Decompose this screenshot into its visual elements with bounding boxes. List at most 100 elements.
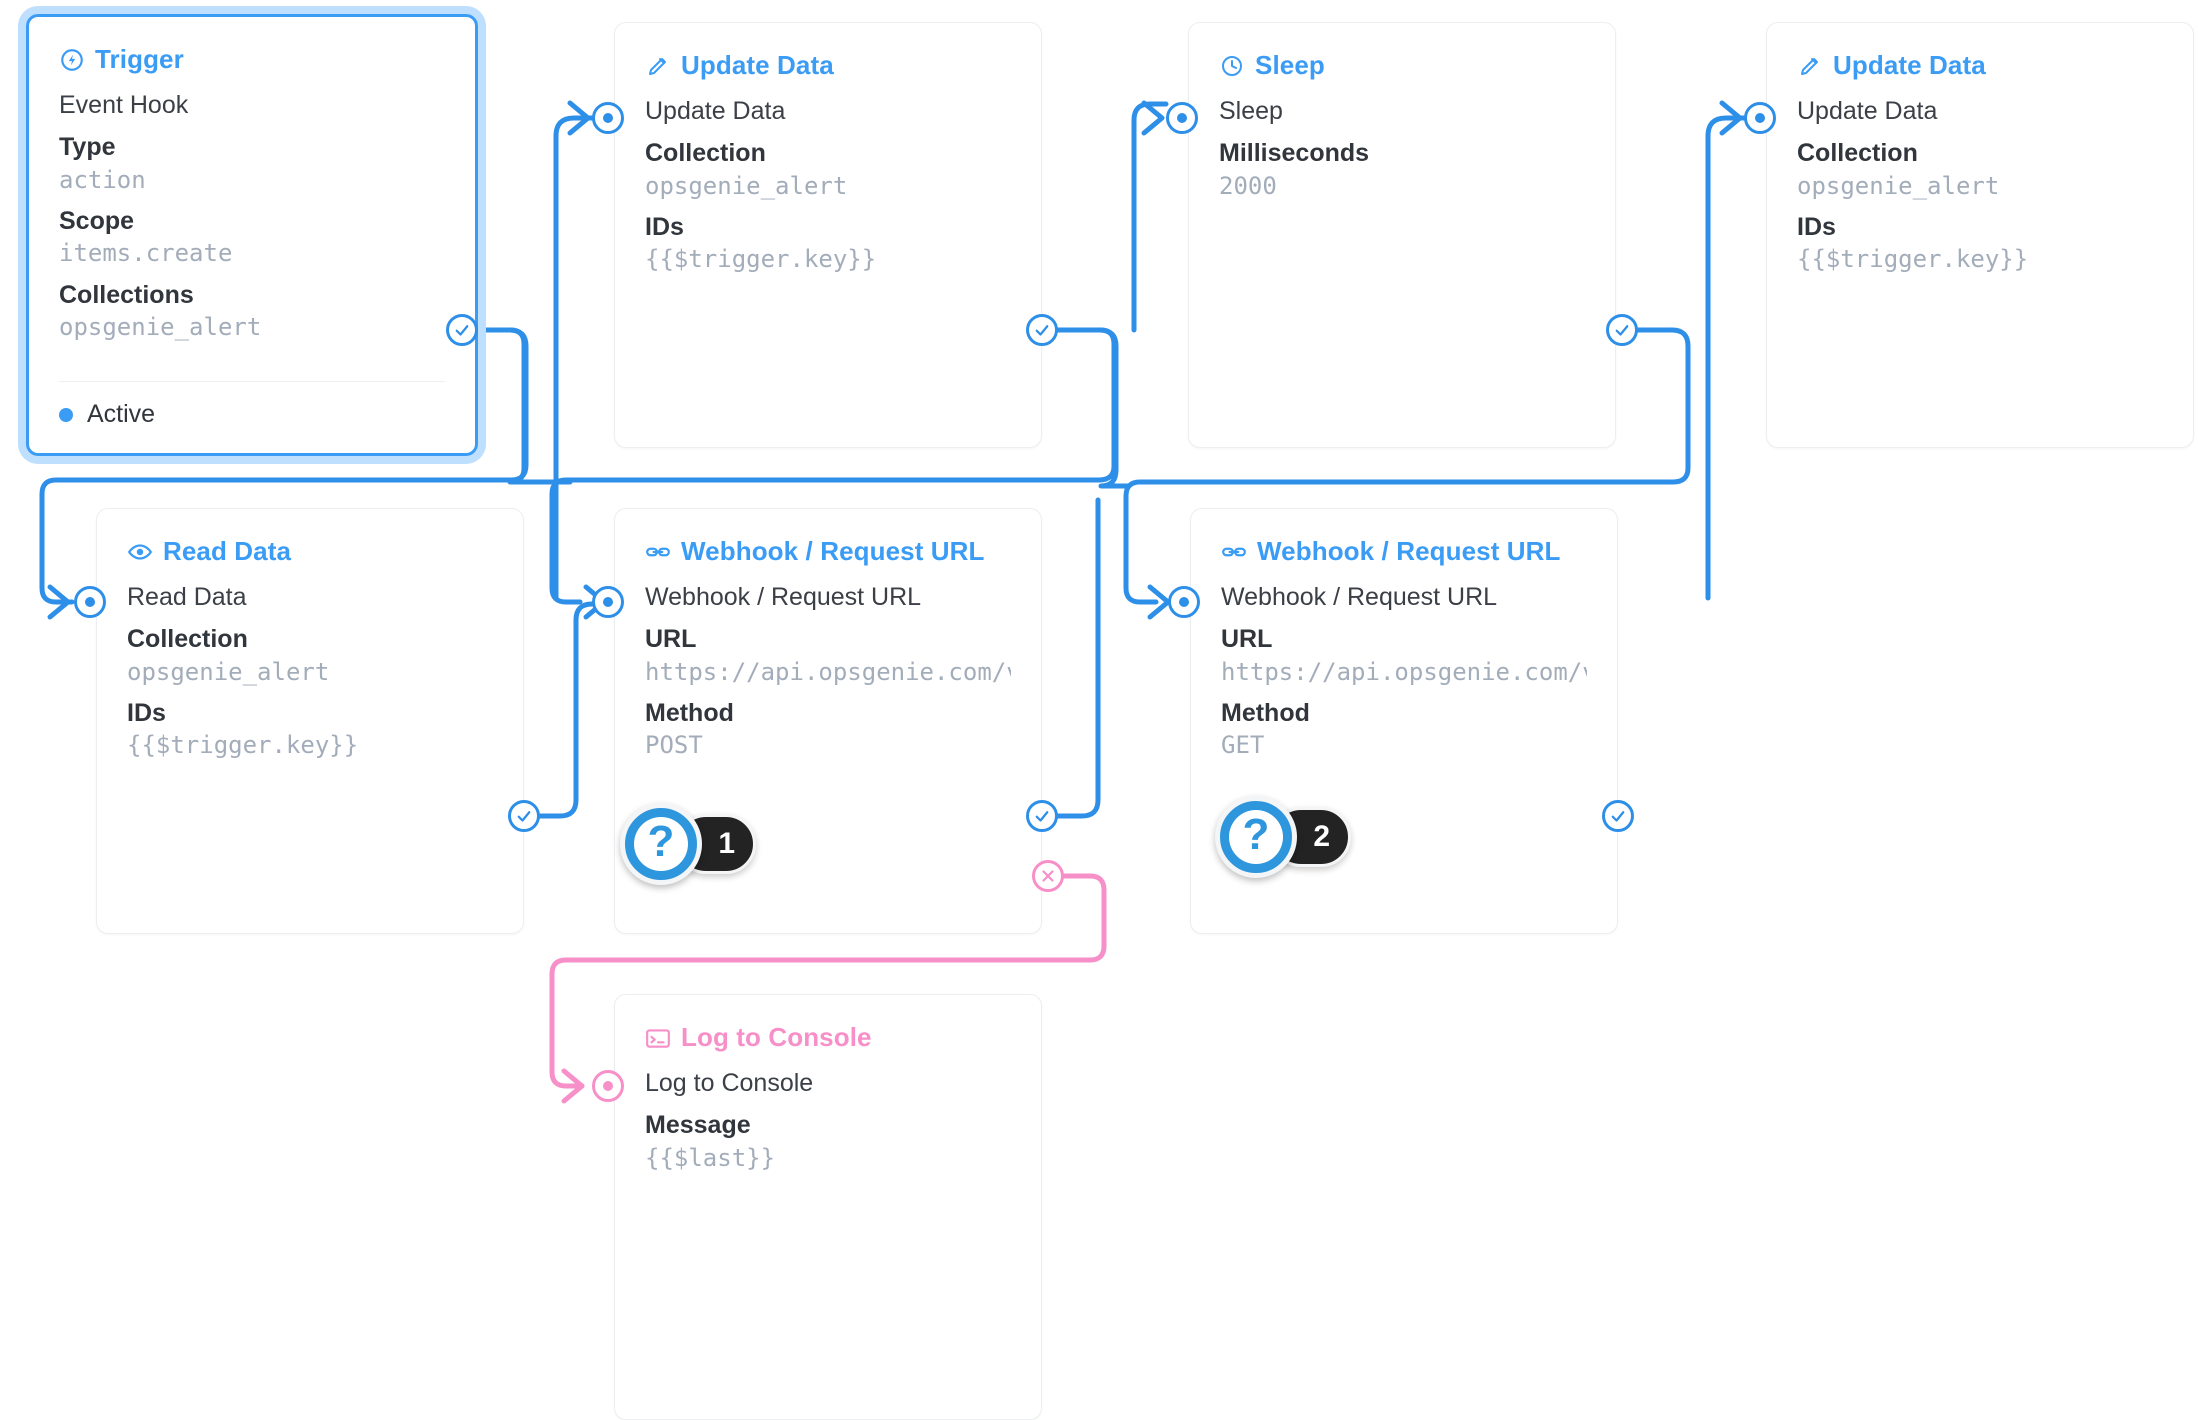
port-success-update-data-1[interactable] — [1026, 314, 1058, 346]
node-card-read-data[interactable]: Read Data Read Data Collection opsgenie_… — [96, 508, 524, 934]
node-header-webhook-get: Webhook / Request URL — [1191, 509, 1617, 567]
node-header-sleep: Sleep — [1189, 23, 1615, 81]
port-input-update-data-1[interactable] — [592, 102, 624, 134]
port-input-webhook-post[interactable] — [592, 586, 624, 618]
port-input-webhook-get[interactable] — [1168, 586, 1200, 618]
field-collections: Collections opsgenie_alert — [59, 279, 445, 344]
terminal-icon — [645, 1025, 671, 1051]
node-header-update-data-2: Update Data — [1767, 23, 2193, 81]
node-body-trigger: Event Hook Type action Scope items.creat… — [29, 75, 475, 344]
field-value: opsgenie_alert — [645, 171, 848, 200]
node-row-title: Webhook / Request URL — [1221, 583, 1498, 611]
field-ids: IDs {{$trigger.key}} — [645, 211, 1011, 276]
port-input-update-data-2[interactable] — [1744, 102, 1776, 134]
status-badge: Active — [87, 400, 156, 428]
field-value: {{$last}} — [645, 1143, 776, 1172]
node-body-update-data-2: Update Data Collection opsgenie_alert ID… — [1767, 81, 2193, 276]
field-milliseconds: Milliseconds 2000 — [1219, 137, 1585, 202]
status-row: Active — [59, 381, 445, 429]
field-value: opsgenie_alert — [127, 657, 330, 686]
port-input-log-to-console[interactable] — [592, 1070, 624, 1102]
node-header-label: Trigger — [95, 44, 184, 74]
node-row-title: Log to Console — [645, 1069, 814, 1097]
question-mark-icon[interactable]: ? — [1215, 796, 1297, 878]
field-label: URL — [645, 625, 697, 653]
node-header-log-to-console: Log to Console — [615, 995, 1041, 1053]
field-collection: Collection opsgenie_alert — [127, 623, 493, 688]
node-header-update-data-1: Update Data — [615, 23, 1041, 81]
node-body-webhook-post: Webhook / Request URL URL https://api.op… — [615, 567, 1041, 762]
port-success-trigger[interactable] — [446, 314, 478, 346]
node-body-read-data: Read Data Collection opsgenie_alert IDs … — [97, 567, 523, 762]
field-label: Message — [645, 1111, 751, 1139]
node-body-webhook-get: Webhook / Request URL URL https://api.op… — [1191, 567, 1617, 762]
port-error-webhook-post[interactable] — [1032, 860, 1064, 892]
help-badge-symbol: ? — [1229, 810, 1283, 864]
node-body-log-to-console: Log to Console Message {{$last}} — [615, 1053, 1041, 1174]
field-value: opsgenie_alert — [1797, 171, 2000, 200]
field-value: {{$trigger.key}} — [645, 245, 877, 274]
node-row-title: Event Hook — [59, 91, 189, 119]
port-success-webhook-post[interactable] — [1026, 800, 1058, 832]
field-value: opsgenie_alert — [59, 313, 262, 342]
node-header-trigger: Trigger — [29, 17, 475, 75]
port-input-read-data[interactable] — [74, 586, 106, 618]
field-label: Collection — [645, 139, 766, 167]
field-value: {{$trigger.key}} — [1797, 245, 2029, 274]
field-label: Type — [59, 133, 116, 161]
port-input-sleep[interactable] — [1166, 102, 1198, 134]
help-badge-2[interactable]: ? 2 — [1215, 796, 1351, 878]
field-label: Collection — [1797, 139, 1918, 167]
field-value: https://api.opsgenie.com/v… — [1221, 657, 1587, 686]
field-message: Message {{$last}} — [645, 1109, 1011, 1174]
node-body-update-data-1: Update Data Collection opsgenie_alert ID… — [615, 81, 1041, 276]
node-card-log-to-console[interactable]: Log to Console Log to Console Message {{… — [614, 994, 1042, 1420]
node-header-label: Read Data — [163, 536, 292, 566]
field-value: {{$trigger.key}} — [127, 731, 359, 760]
node-card-trigger[interactable]: Trigger Event Hook Type action Scope ite… — [26, 14, 478, 456]
node-row-title: Update Data — [645, 97, 786, 125]
field-label: Method — [645, 698, 734, 727]
field-collection: Collection opsgenie_alert — [645, 137, 1011, 202]
field-value: POST — [645, 731, 703, 760]
field-collection: Collection opsgenie_alert — [1797, 137, 2163, 202]
status-dot-icon — [59, 407, 73, 422]
port-success-read-data[interactable] — [508, 800, 540, 832]
node-header-label: Log to Console — [681, 1022, 872, 1052]
node-card-update-data-2[interactable]: Update Data Update Data Collection opsge… — [1766, 22, 2194, 448]
field-label: URL — [1221, 625, 1273, 653]
node-header-webhook-post: Webhook / Request URL — [615, 509, 1041, 567]
field-scope: Scope items.create — [59, 205, 445, 270]
node-row-title: Webhook / Request URL — [645, 583, 922, 611]
field-label: Milliseconds — [1219, 139, 1370, 167]
node-card-sleep[interactable]: Sleep Sleep Milliseconds 2000 — [1188, 22, 1616, 448]
node-card-update-data-1[interactable]: Update Data Update Data Collection opsge… — [614, 22, 1042, 448]
eye-icon — [127, 539, 153, 565]
field-label: Method — [1221, 698, 1310, 727]
field-value: https://api.opsgenie.com/v… — [645, 657, 1011, 686]
field-value: 2000 — [1219, 171, 1277, 200]
help-badge-1[interactable]: ? 1 — [620, 803, 756, 885]
node-header-label: Update Data — [1833, 50, 1986, 80]
port-success-webhook-get[interactable] — [1602, 800, 1634, 832]
field-type: Type action — [59, 131, 445, 196]
field-label: IDs — [645, 212, 684, 241]
help-badge-symbol: ? — [634, 817, 688, 871]
field-label: Collections — [59, 280, 194, 309]
field-label: Collection — [127, 625, 248, 653]
field-url: URL https://api.opsgenie.com/v… — [645, 623, 1011, 688]
node-header-label: Update Data — [681, 50, 834, 80]
field-label: IDs — [127, 698, 166, 727]
question-mark-icon[interactable]: ? — [620, 803, 702, 885]
node-row-title: Update Data — [1797, 97, 1938, 125]
node-body-sleep: Sleep Milliseconds 2000 — [1189, 81, 1615, 202]
port-success-sleep[interactable] — [1606, 314, 1638, 346]
field-value: items.create — [59, 239, 233, 268]
field-label: IDs — [1797, 212, 1836, 241]
field-value: GET — [1221, 731, 1265, 760]
node-header-label: Webhook / Request URL — [681, 536, 985, 566]
node-header-read-data: Read Data — [97, 509, 523, 567]
field-label: Scope — [59, 206, 135, 235]
field-value: action — [59, 165, 146, 194]
